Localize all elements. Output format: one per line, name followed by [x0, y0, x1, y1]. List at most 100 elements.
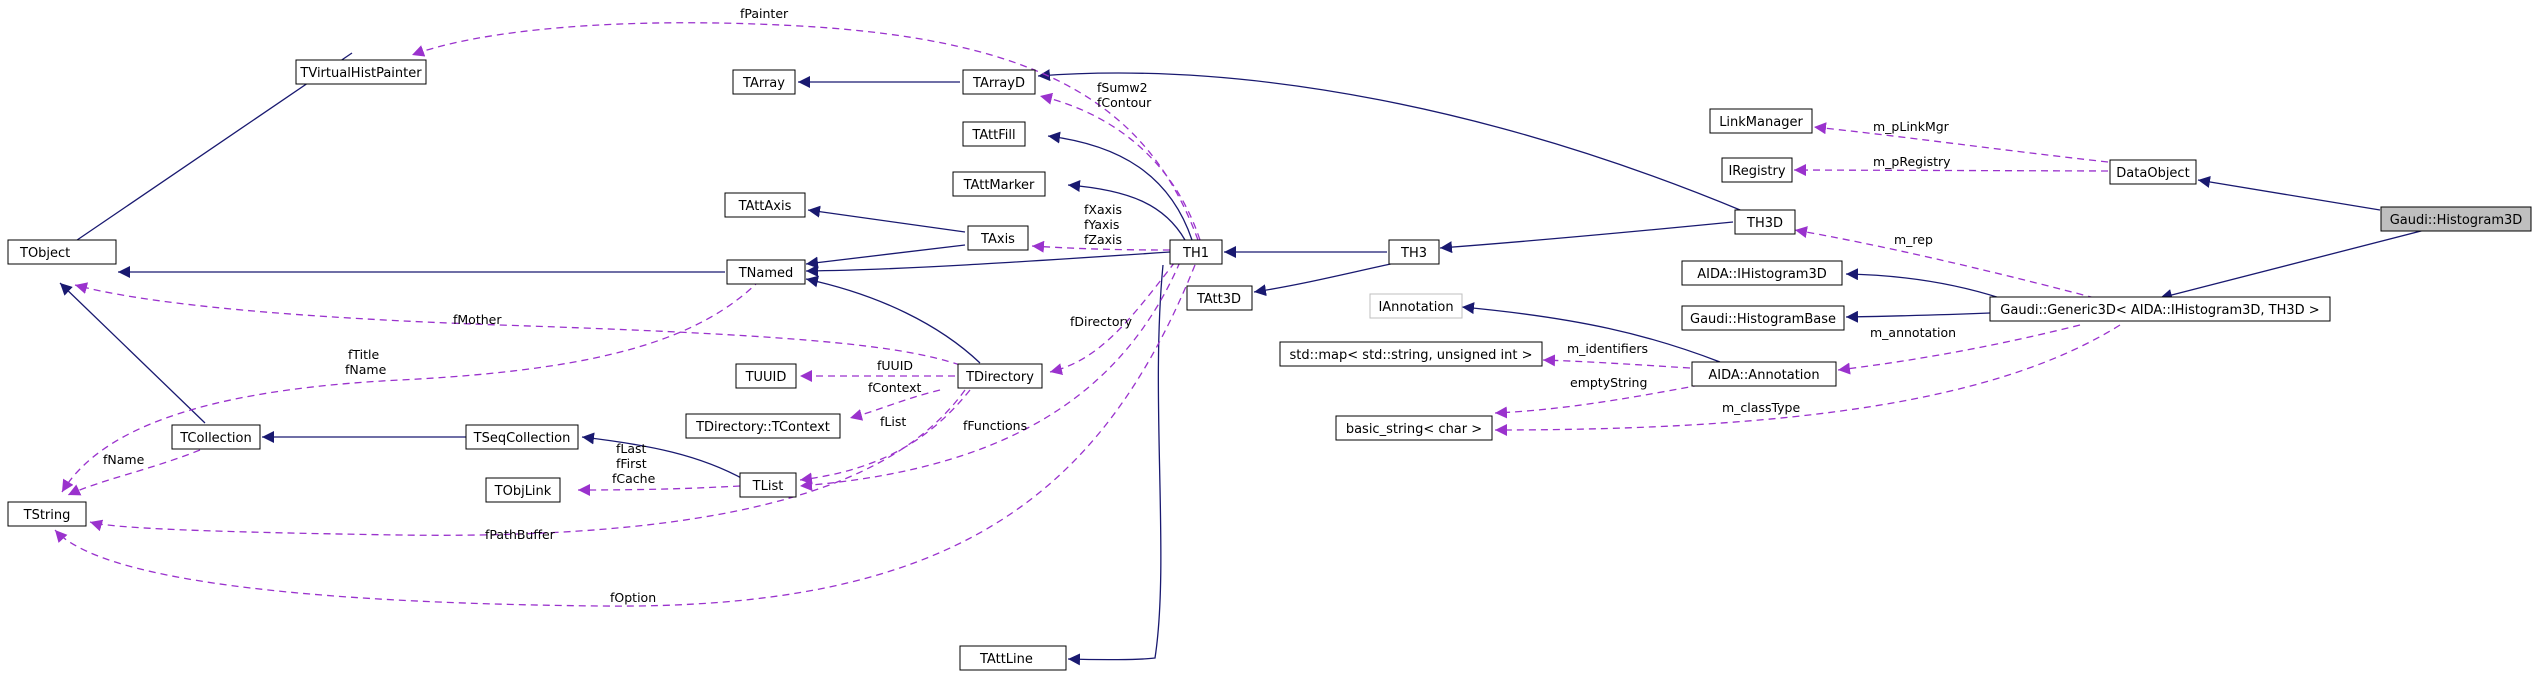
node-tcollection[interactable]: TCollection [171, 424, 261, 450]
node-tdirectory[interactable]: TDirectory [957, 363, 1043, 389]
node-tvirtualhistpainter[interactable]: TVirtualHistPainter [295, 59, 427, 85]
edge-label-ffunctions: fFunctions [963, 418, 1027, 433]
svg-text:TNamed: TNamed [738, 266, 794, 281]
node-tlist[interactable]: TList [739, 472, 797, 498]
edge-label-m-classtype: m_classType [1722, 400, 1800, 415]
node-tattfill[interactable]: TAttFill [962, 121, 1026, 147]
svg-text:TDirectory::TContext: TDirectory::TContext [695, 420, 830, 435]
node-gaudi-histogram3d[interactable]: Gaudi::Histogram3D [2380, 206, 2532, 232]
svg-text:TH1: TH1 [1182, 246, 1209, 261]
edge-label-m-rep: m_rep [1894, 232, 1933, 247]
svg-text:Gaudi::HistogramBase: Gaudi::HistogramBase [1690, 312, 1836, 327]
svg-text:IRegistry: IRegistry [1728, 164, 1785, 179]
edge-label-fpainter: fPainter [740, 6, 789, 21]
node-dataobject[interactable]: DataObject [2109, 159, 2197, 185]
node-tobjlink[interactable]: TObjLink [485, 477, 561, 503]
svg-text:Gaudi::Histogram3D: Gaudi::Histogram3D [2390, 213, 2523, 228]
edge-fpathbuffer: fPathBuffer [89, 389, 966, 542]
node-aida-annotation[interactable]: AIDA::Annotation [1691, 361, 1837, 387]
edge-gaudihistogram3d-dataobject [2197, 176, 2381, 211]
svg-text:DataObject: DataObject [2116, 166, 2189, 181]
node-tarray[interactable]: TArray [732, 69, 796, 95]
svg-text:TAtt3D: TAtt3D [1196, 292, 1241, 307]
svg-text:IAnnotation: IAnnotation [1378, 300, 1453, 315]
node-tobject[interactable]: TObject [7, 239, 117, 265]
node-tatt3d[interactable]: TAtt3D [1186, 285, 1253, 311]
edge-gaudihistogram3d-gaudigeneric3d [2159, 229, 2426, 301]
svg-text:AIDA::IHistogram3D: AIDA::IHistogram3D [1697, 267, 1827, 282]
edge-axes: fXaxis fYaxis fZaxis [1031, 202, 1171, 253]
edge-tcollection-tobject [59, 282, 206, 424]
svg-text:TAttLine: TAttLine [979, 652, 1033, 667]
svg-text:TList: TList [752, 479, 784, 494]
node-basic-string[interactable]: basic_string< char > [1335, 415, 1493, 441]
edge-flast-ffirst-fcache: fLast fFirst fCache [577, 441, 741, 496]
svg-text:Gaudi::Generic3D< AIDA::IHisto: Gaudi::Generic3D< AIDA::IHistogram3D, TH… [2000, 303, 2319, 318]
node-tnamed[interactable]: TNamed [726, 259, 806, 285]
edge-gaudigeneric3d-aidaihistogram3d [1845, 268, 2001, 299]
node-linkmanager[interactable]: LinkManager [1709, 108, 1813, 134]
svg-text:TDirectory: TDirectory [965, 370, 1034, 385]
edge-label-flast: fLast [616, 441, 647, 456]
node-std-map[interactable]: std::map< std::string, unsigned int > [1279, 341, 1543, 367]
svg-text:TArray: TArray [742, 76, 785, 91]
svg-text:TObject: TObject [19, 246, 70, 261]
node-th1[interactable]: TH1 [1169, 239, 1223, 265]
edge-label-fcontour: fContour [1097, 95, 1152, 110]
edge-label-fsumw2: fSumw2 [1097, 80, 1148, 95]
node-tdirectory-tcontext[interactable]: TDirectory::TContext [685, 413, 841, 439]
node-th3d[interactable]: TH3D [1734, 209, 1796, 235]
edge-fpainter: fPainter [411, 6, 1199, 241]
edge-foption: fOption [54, 264, 1196, 607]
edge-label-flist: fList [880, 414, 906, 429]
edge-tdirectory-tnamed [805, 275, 981, 364]
node-iannotation[interactable]: IAnnotation [1369, 293, 1463, 319]
svg-text:TAttAxis: TAttAxis [738, 199, 792, 214]
edge-fdirectory: fDirectory [1049, 261, 1176, 376]
edge-m-identifiers: m_identifiers [1542, 341, 1691, 369]
svg-text:AIDA::Annotation: AIDA::Annotation [1708, 368, 1819, 383]
node-tseqcollection[interactable]: TSeqCollection [465, 424, 579, 450]
node-tarrayd[interactable]: TArrayD [962, 69, 1036, 95]
node-tattline[interactable]: TAttLine [959, 645, 1067, 671]
node-tuuid[interactable]: TUUID [735, 363, 797, 389]
svg-text:std::map< std::string, unsigne: std::map< std::string, unsigned int > [1290, 348, 1533, 363]
node-iregistry[interactable]: IRegistry [1721, 157, 1793, 183]
svg-text:TH3: TH3 [1400, 246, 1427, 261]
node-tattmarker[interactable]: TAttMarker [952, 171, 1046, 197]
node-taxis[interactable]: TAxis [967, 225, 1029, 251]
edge-fmother: fMother [74, 282, 961, 366]
edge-label-fdirectory: fDirectory [1070, 314, 1133, 329]
edge-label-fcache: fCache [612, 471, 656, 486]
node-th3[interactable]: TH3 [1388, 239, 1440, 265]
node-aida-ihistogram3d[interactable]: AIDA::IHistogram3D [1681, 260, 1843, 286]
svg-text:TAttFill: TAttFill [971, 128, 1015, 143]
edge-fuuid: fUUID [800, 358, 955, 382]
edge-label-m-annotation: m_annotation [1870, 325, 1956, 340]
edge-tvirtualhistpainter-tobject [57, 52, 353, 254]
svg-text:TUUID: TUUID [745, 370, 787, 385]
edge-flist: fList [799, 389, 971, 485]
edge-label-emptystring: emptyString [1570, 375, 1647, 390]
edge-m-annotation: m_annotation [1837, 324, 2081, 375]
edge-label-m-pregistry: m_pRegistry [1873, 154, 1951, 169]
edge-label-fpathbuffer: fPathBuffer [485, 527, 556, 542]
node-gaudi-generic3d[interactable]: Gaudi::Generic3D< AIDA::IHistogram3D, TH… [1989, 296, 2331, 322]
edge-label-fzaxis: fZaxis [1084, 232, 1122, 247]
edge-label-fxaxis: fXaxis [1084, 202, 1122, 217]
edge-label-ftitle: fTitle [348, 347, 379, 362]
edge-m-classtype: m_classType [1494, 324, 2121, 436]
edge-th3-tatt3d [1253, 262, 1396, 297]
edge-th1-tnamed [805, 251, 1171, 277]
node-gaudi-histogrambase[interactable]: Gaudi::HistogramBase [1681, 305, 1845, 331]
node-tattaxis[interactable]: TAttAxis [724, 192, 806, 218]
edge-label-m-identifiers: m_identifiers [1567, 341, 1648, 356]
edge-th1-tattmarker [1067, 179, 1186, 241]
edge-th3d-tarrayd [1037, 69, 1746, 213]
edge-label-fcontext: fContext [868, 380, 921, 395]
svg-text:TAxis: TAxis [980, 232, 1015, 247]
edge-m-plinkmgr: m_pLinkMgr [1813, 119, 2109, 163]
node-tstring[interactable]: TString [7, 501, 87, 527]
svg-text:TCollection: TCollection [179, 431, 251, 446]
